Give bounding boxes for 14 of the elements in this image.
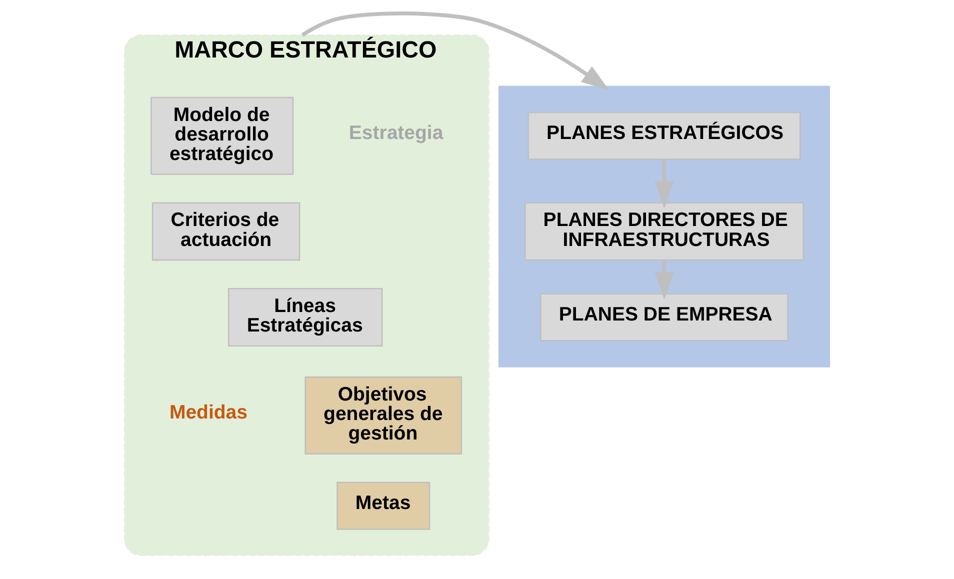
node-box: Modelo de desarrollo estratégico — [150, 96, 294, 175]
cluster — [498, 86, 830, 368]
node-box: PLANES DE EMPRESA — [540, 293, 788, 342]
node-box: PLANES ESTRATÉGICOS — [528, 112, 801, 160]
node-box: Metas — [336, 482, 430, 530]
arrow — [654, 260, 674, 300]
arrow — [654, 160, 674, 208]
node-box: PLANES DIRECTORES DE INFRAESTRUCTURAS — [524, 202, 804, 261]
label: Medidas — [169, 402, 248, 424]
node-box: Objetivos generales de gestión — [304, 376, 462, 454]
node-box: Líneas Estratégicas — [228, 288, 383, 347]
node-box: Criterios de actuación — [152, 202, 300, 261]
label: Estrategia — [348, 122, 444, 144]
arrow — [301, 12, 609, 90]
